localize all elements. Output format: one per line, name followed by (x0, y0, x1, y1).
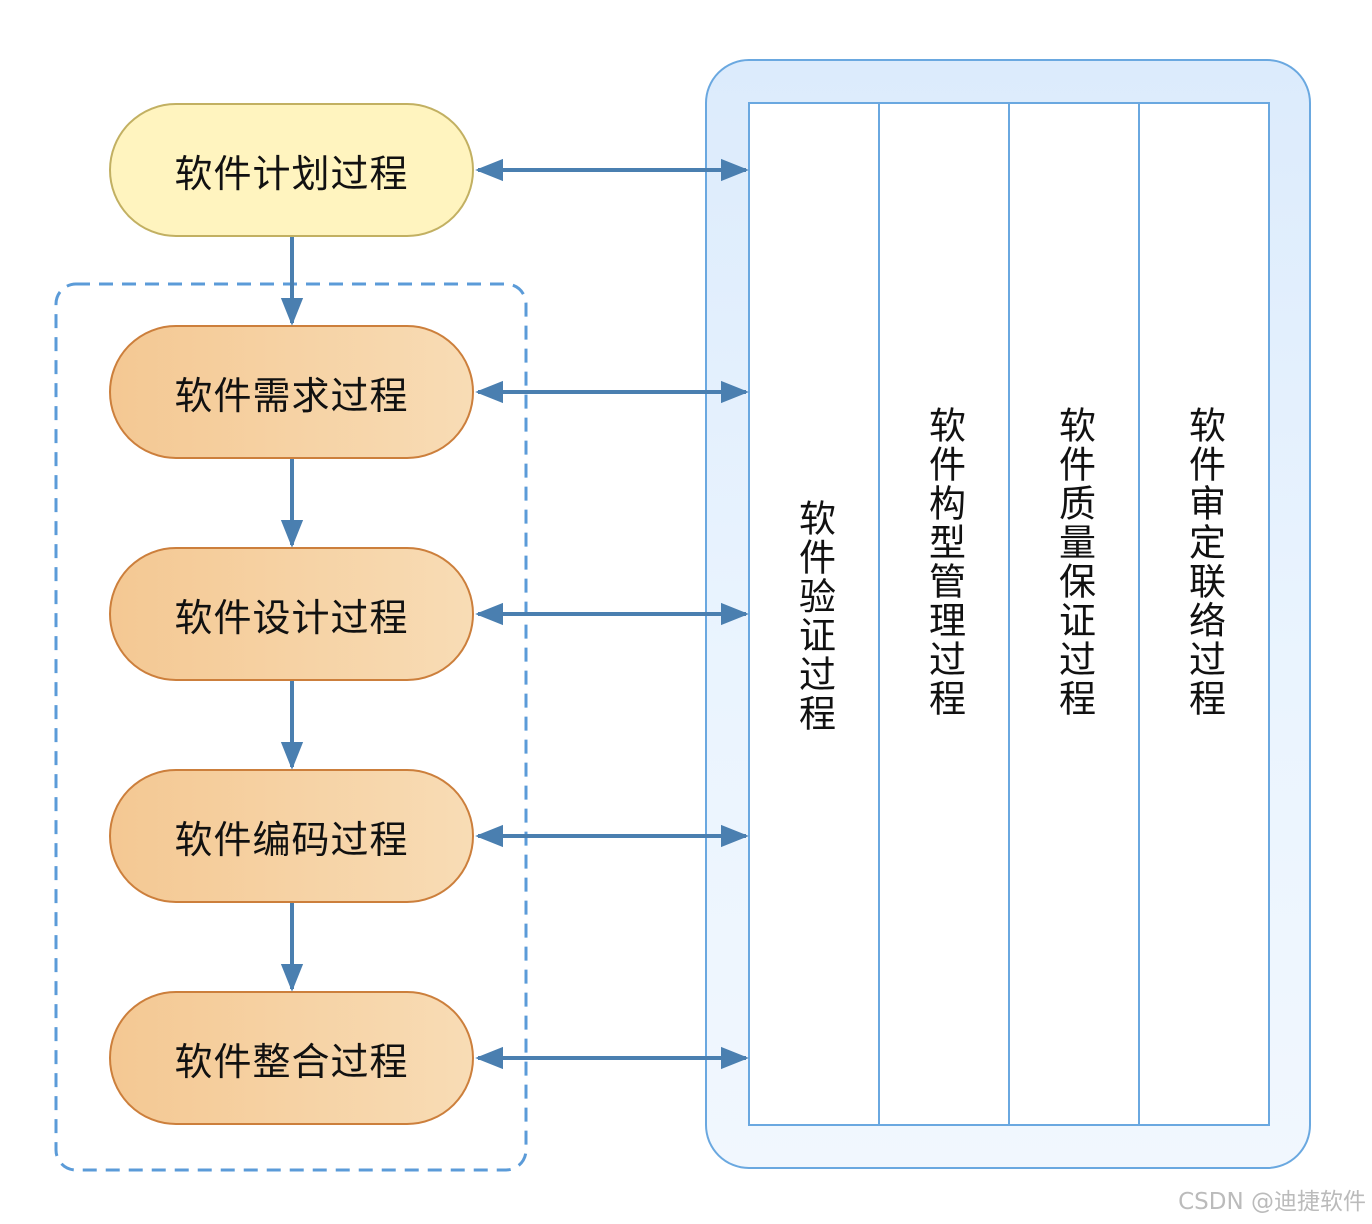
integral-process-table: 软件验证过程 软件构型管理过程 软件质量保证过程 软件审定联络过程 (748, 102, 1270, 1126)
requirements-process-node: 软件需求过程 (109, 325, 474, 459)
certification-liaison-process-label: 软件审定联络过程 (1182, 406, 1226, 718)
column-quality-assurance: 软件质量保证过程 (1010, 104, 1140, 1124)
verification-process-label: 软件验证过程 (792, 499, 836, 733)
column-certification-liaison: 软件审定联络过程 (1140, 104, 1268, 1124)
quality-assurance-process-label: 软件质量保证过程 (1052, 406, 1096, 718)
coding-process-node: 软件编码过程 (109, 769, 474, 903)
design-process-node: 软件设计过程 (109, 547, 474, 681)
integration-process-node: 软件整合过程 (109, 991, 474, 1125)
configuration-management-process-label: 软件构型管理过程 (922, 406, 966, 718)
column-verification: 软件验证过程 (750, 104, 880, 1124)
column-configuration-management: 软件构型管理过程 (880, 104, 1010, 1124)
planning-process-node: 软件计划过程 (109, 103, 474, 237)
watermark: CSDN @迪捷软件 (1178, 1189, 1366, 1215)
